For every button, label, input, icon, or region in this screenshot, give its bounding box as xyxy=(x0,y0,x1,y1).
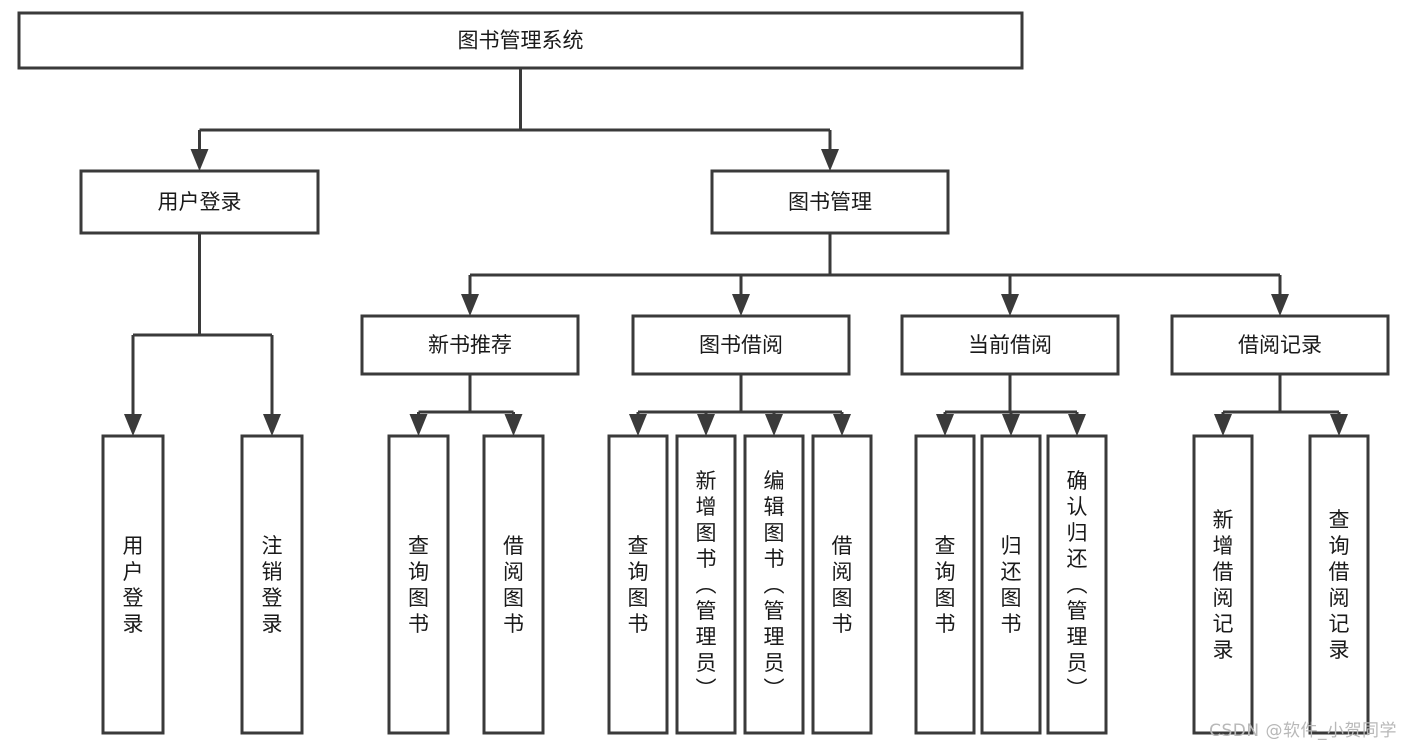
node-box xyxy=(79,169,320,235)
node-box xyxy=(360,314,580,376)
node-box xyxy=(900,314,1120,376)
node-box xyxy=(607,434,669,735)
node-label: 归还图书 xyxy=(1001,534,1022,636)
connector-layer xyxy=(124,68,1348,436)
node-root[interactable]: 图书管理系统 xyxy=(17,11,1024,70)
node-box xyxy=(1308,434,1370,735)
node-box xyxy=(980,434,1042,735)
node-label: 用户登录 xyxy=(123,534,144,636)
node-box xyxy=(675,434,737,735)
node-label: 新增借阅记录 xyxy=(1213,508,1234,662)
node-label: 图书管理 xyxy=(788,190,872,214)
node-box xyxy=(710,169,950,235)
node-box xyxy=(387,434,450,735)
node-label: 当前借阅 xyxy=(968,333,1052,357)
node-leaf_6[interactable]: 新增图书︵管理员︶ xyxy=(675,434,737,735)
node-leaf_11[interactable]: 确认归还︵管理员︶ xyxy=(1046,434,1108,735)
node-leaf_8[interactable]: 借阅图书 xyxy=(811,434,873,735)
node-label: 查询借阅记录 xyxy=(1329,508,1350,662)
node-leaf_9[interactable]: 查询图书 xyxy=(914,434,976,735)
node-box xyxy=(743,434,805,735)
node-leaf_1[interactable]: 用户登录 xyxy=(101,434,165,735)
node-leaf_12[interactable]: 新增借阅记录 xyxy=(1192,434,1254,735)
node-l2_a[interactable]: 新书推荐 xyxy=(360,314,580,376)
node-label: 用户登录 xyxy=(158,190,242,214)
node-l2_c[interactable]: 当前借阅 xyxy=(900,314,1120,376)
node-box xyxy=(101,434,165,735)
node-l1_b[interactable]: 图书管理 xyxy=(710,169,950,235)
node-label: 查询图书 xyxy=(408,534,429,636)
node-label: 借阅记录 xyxy=(1238,333,1322,357)
node-label: 确认归还︵管理员︶ xyxy=(1067,469,1088,701)
node-label: 借阅图书 xyxy=(832,534,853,636)
node-label: 新书推荐 xyxy=(428,333,512,357)
node-leaf_2[interactable]: 注销登录 xyxy=(240,434,304,735)
node-label: 注销登录 xyxy=(262,534,283,636)
node-box xyxy=(811,434,873,735)
node-box xyxy=(17,11,1024,70)
node-leaf_5[interactable]: 查询图书 xyxy=(607,434,669,735)
node-l1_a[interactable]: 用户登录 xyxy=(79,169,320,235)
node-box xyxy=(1046,434,1108,735)
node-leaf_4[interactable]: 借阅图书 xyxy=(482,434,545,735)
node-label: 编辑图书︵管理员︶ xyxy=(764,469,785,701)
node-box xyxy=(631,314,851,376)
node-leaf_3[interactable]: 查询图书 xyxy=(387,434,450,735)
node-box xyxy=(1192,434,1254,735)
node-box xyxy=(1170,314,1390,376)
node-label: 新增图书︵管理员︶ xyxy=(696,469,717,701)
node-l2_d[interactable]: 借阅记录 xyxy=(1170,314,1390,376)
node-box xyxy=(482,434,545,735)
node-leaf_7[interactable]: 编辑图书︵管理员︶ xyxy=(743,434,805,735)
node-l2_b[interactable]: 图书借阅 xyxy=(631,314,851,376)
node-leaf_10[interactable]: 归还图书 xyxy=(980,434,1042,735)
node-box xyxy=(914,434,976,735)
node-leaf_13[interactable]: 查询借阅记录 xyxy=(1308,434,1370,735)
node-box xyxy=(240,434,304,735)
node-label: 图书管理系统 xyxy=(458,29,584,53)
node-label: 图书借阅 xyxy=(699,333,783,357)
node-label: 查询图书 xyxy=(628,534,649,636)
node-label: 借阅图书 xyxy=(503,534,524,636)
node-layer: 图书管理系统用户登录图书管理新书推荐图书借阅当前借阅借阅记录用户登录注销登录查询… xyxy=(17,11,1390,735)
node-label: 查询图书 xyxy=(935,534,956,636)
